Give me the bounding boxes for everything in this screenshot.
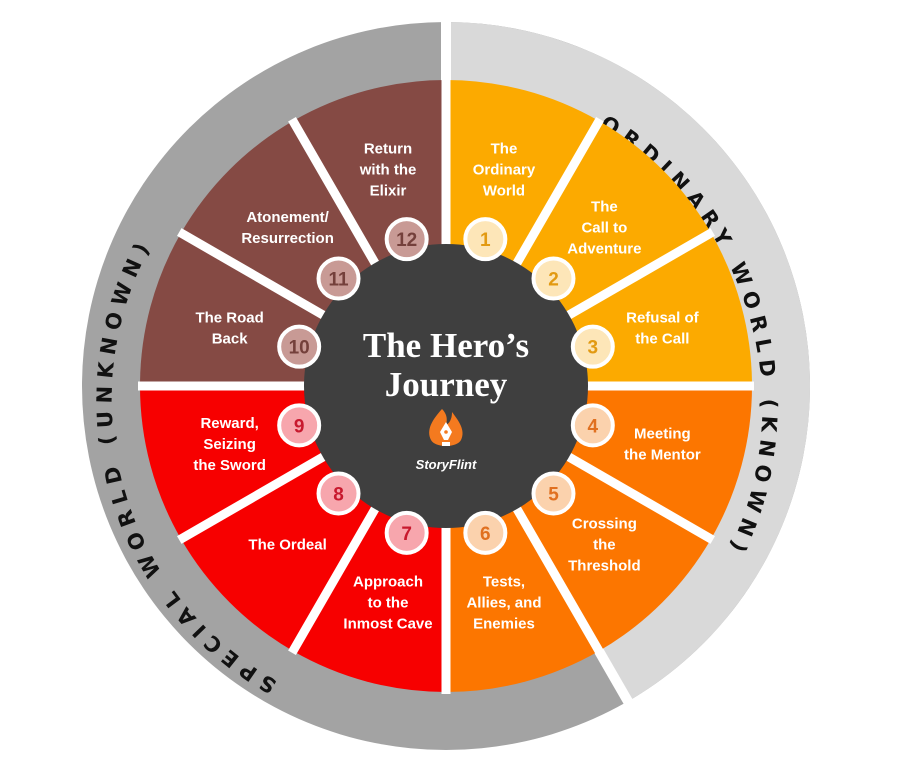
stage-label-line: The bbox=[491, 141, 518, 158]
stage-label-line: The Ordeal bbox=[248, 536, 326, 553]
stage-label-line: the bbox=[593, 536, 616, 553]
stage-label-line: Refusal of bbox=[626, 310, 700, 327]
stage-badge-7 bbox=[384, 510, 429, 555]
stage-number-10: 10 bbox=[289, 338, 310, 359]
stage-number-1: 1 bbox=[480, 230, 491, 251]
stage-label-line: Atonement/ bbox=[246, 209, 329, 226]
stage-label-line: Crossing bbox=[572, 515, 637, 532]
stage-badge-9 bbox=[277, 403, 322, 448]
stage-label-line: to the bbox=[368, 594, 409, 611]
stage-number-4: 4 bbox=[588, 416, 599, 437]
stage-label-line: Allies, and bbox=[466, 594, 541, 611]
storyflint-logo: StoryFlint bbox=[416, 409, 477, 472]
stage-number-9: 9 bbox=[294, 416, 305, 437]
stage-label-line: Threshold bbox=[568, 557, 641, 574]
stage-badge-12 bbox=[384, 217, 429, 262]
title-line-1: The Hero’s bbox=[363, 326, 529, 365]
stage-number-11: 11 bbox=[328, 270, 349, 291]
stage-badge-6 bbox=[463, 510, 508, 555]
stage-label-line: Back bbox=[212, 331, 249, 348]
center-hub bbox=[304, 244, 588, 528]
stage-number-3: 3 bbox=[588, 338, 599, 359]
stage-badge-11 bbox=[316, 256, 361, 301]
stage-label-11: Atonement/Resurrection bbox=[241, 209, 334, 247]
stage-badge-2 bbox=[531, 256, 576, 301]
stage-label-4: Meeting the Mentor bbox=[624, 425, 701, 463]
brand-name: StoryFlint bbox=[416, 457, 477, 472]
stage-badge-10 bbox=[277, 324, 322, 369]
stage-badge-1 bbox=[463, 217, 508, 262]
stage-label-line: Reward, bbox=[200, 415, 258, 432]
stage-label-line: Call to bbox=[581, 220, 627, 237]
stage-badge-4 bbox=[570, 403, 615, 448]
stage-label-line: Ordinary bbox=[473, 162, 536, 179]
stage-label-line: The Road bbox=[195, 310, 263, 327]
stage-label-line: Elixir bbox=[370, 183, 407, 200]
stage-number-6: 6 bbox=[480, 524, 491, 545]
stage-label-line: Tests, bbox=[483, 573, 525, 590]
stage-label-line: Adventure bbox=[567, 241, 641, 258]
stage-label-line: The bbox=[591, 199, 618, 216]
stage-label-9: Reward, Seizing the Sword bbox=[193, 415, 266, 474]
stage-label-8: The Ordeal bbox=[248, 536, 326, 553]
stage-number-2: 2 bbox=[548, 270, 559, 291]
stage-label-line: Seizing bbox=[203, 436, 256, 453]
stage-label-line: World bbox=[483, 183, 525, 200]
stage-label-line: Resurrection bbox=[241, 230, 334, 247]
stage-number-7: 7 bbox=[401, 524, 412, 545]
stage-label-line: the Call bbox=[635, 331, 689, 348]
stage-label-line: Meeting bbox=[634, 425, 691, 442]
stage-label-3: Refusal of the Call bbox=[626, 310, 700, 348]
stage-label-line: Inmost Cave bbox=[343, 615, 432, 632]
stage-label-line: the Mentor bbox=[624, 446, 701, 463]
stage-label-line: Approach bbox=[353, 573, 423, 590]
stage-label-line: with the bbox=[359, 162, 417, 179]
stage-number-5: 5 bbox=[548, 484, 559, 505]
stage-number-8: 8 bbox=[333, 484, 344, 505]
stage-badge-5 bbox=[531, 471, 576, 516]
stage-label-line: Enemies bbox=[473, 615, 535, 632]
title-line-2: Journey bbox=[385, 365, 508, 404]
stage-badge-8 bbox=[316, 471, 361, 516]
stage-number-12: 12 bbox=[396, 230, 417, 251]
stage-label-line: the Sword bbox=[193, 457, 266, 474]
stage-label-line: Return bbox=[364, 141, 412, 158]
stage-badge-3 bbox=[570, 324, 615, 369]
